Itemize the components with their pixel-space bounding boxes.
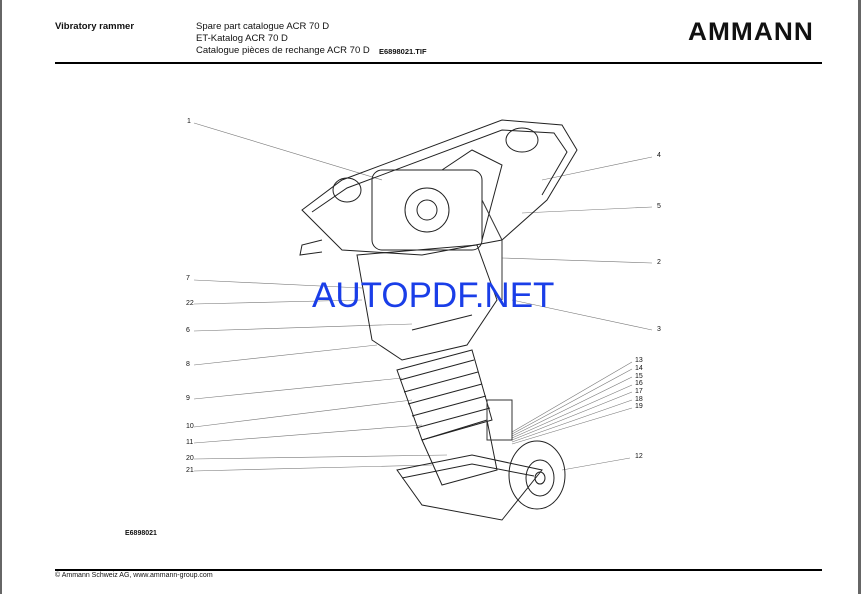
callout-7: 7 xyxy=(186,275,190,282)
image-filename: E6898021.TIF xyxy=(379,47,427,56)
callout-11: 11 xyxy=(186,439,194,446)
foot-and-plate xyxy=(396,419,543,521)
handle-frame xyxy=(299,119,578,256)
callout-14: 14 xyxy=(635,365,643,372)
header-rule xyxy=(55,62,822,64)
callout-5: 5 xyxy=(657,203,661,210)
callout-10: 10 xyxy=(186,423,194,430)
callout-15: 15 xyxy=(635,373,643,380)
copyright: © Ammann Schweiz AG, www.ammann-group.co… xyxy=(55,572,213,579)
title-de: ET-Katalog ACR 70 D xyxy=(196,33,288,44)
body xyxy=(356,244,498,361)
callout-18: 18 xyxy=(635,396,643,403)
product-name: Vibratory rammer xyxy=(55,21,135,32)
ammann-logo: AMMANN xyxy=(688,18,814,46)
callout-9: 9 xyxy=(186,395,190,402)
callout-13: 13 xyxy=(635,357,643,364)
callout-12: 12 xyxy=(635,453,643,460)
callout-3: 3 xyxy=(657,326,661,333)
callout-6: 6 xyxy=(186,327,190,334)
callout-2: 2 xyxy=(657,259,661,266)
leader-lines xyxy=(193,122,653,472)
guard xyxy=(481,199,513,441)
title-en: Spare part catalogue ACR 70 D xyxy=(196,21,330,32)
figure-id: E6898021 xyxy=(125,530,157,537)
callout-19: 19 xyxy=(635,403,643,410)
watermark: AUTOPDF.NET xyxy=(312,276,555,315)
callout-8: 8 xyxy=(186,361,190,368)
callout-17: 17 xyxy=(635,388,643,395)
callout-20: 20 xyxy=(186,455,194,462)
callout-16: 16 xyxy=(635,380,643,387)
callout-22: 22 xyxy=(186,300,194,307)
transport-wheel xyxy=(508,440,566,510)
bellows xyxy=(396,349,493,441)
title-fr: Catalogue pièces de rechange ACR 70 D xyxy=(196,45,370,56)
callout-21: 21 xyxy=(186,467,194,474)
callout-1: 1 xyxy=(187,118,191,125)
callout-4: 4 xyxy=(657,152,661,159)
engine xyxy=(371,149,503,251)
footer-rule xyxy=(55,569,822,571)
